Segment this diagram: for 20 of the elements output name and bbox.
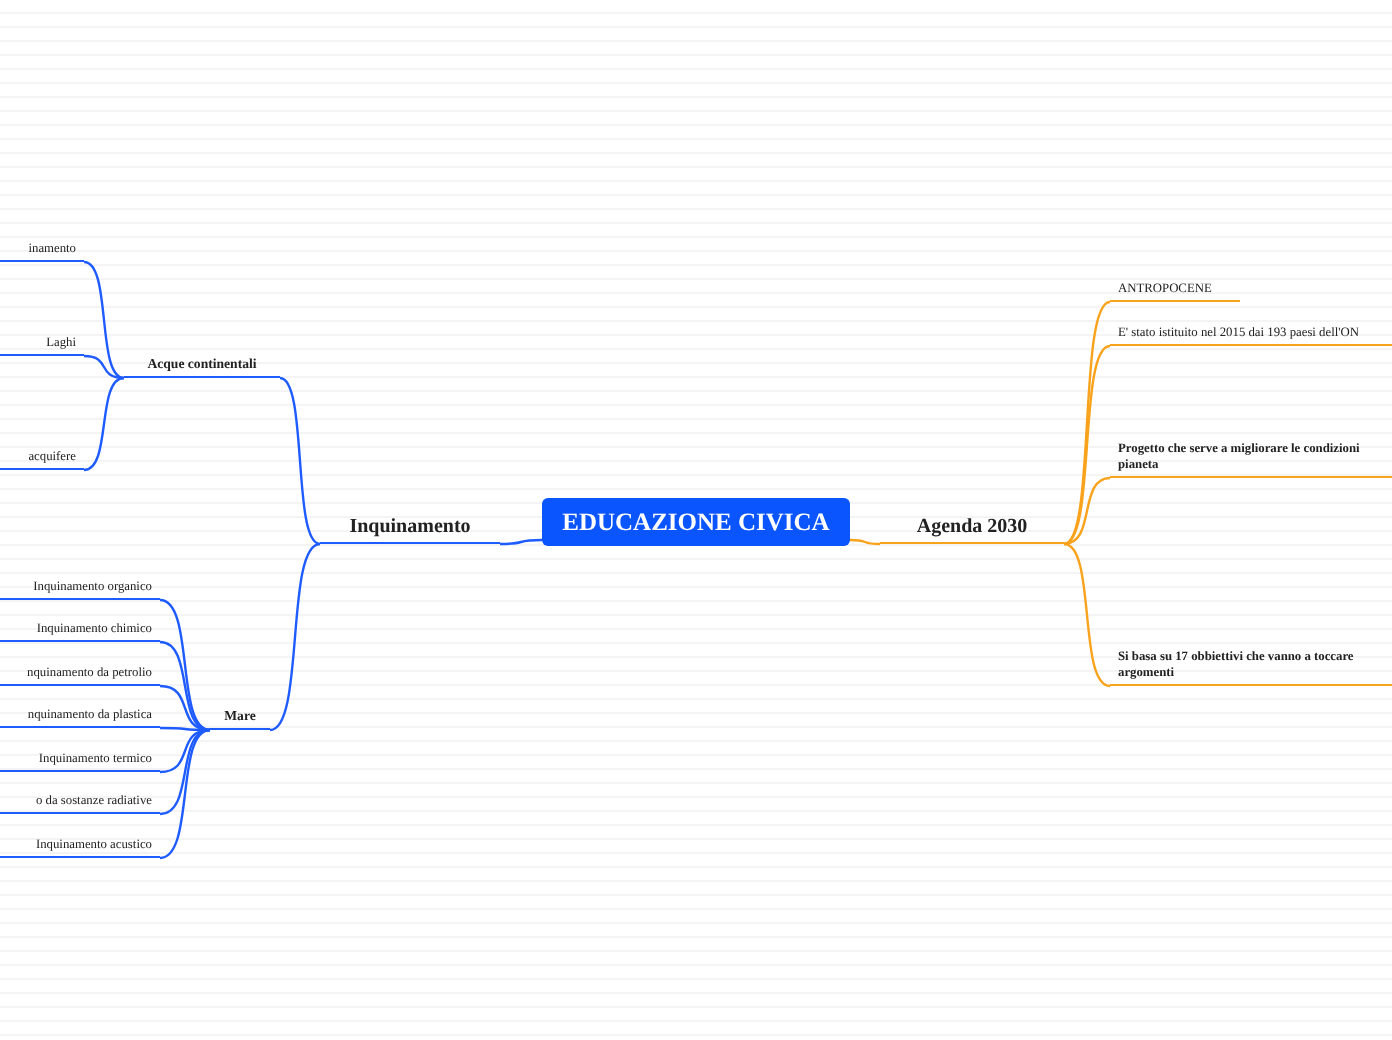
- connector-line: [159, 598, 211, 732]
- connector-line: [159, 640, 211, 732]
- connector-line: [849, 538, 881, 546]
- connector-line: [159, 684, 211, 732]
- connector-line: [1063, 542, 1111, 688]
- connector-line: [500, 538, 542, 546]
- connector-line: [83, 376, 125, 472]
- connector-line: [1063, 344, 1111, 546]
- central-topic-box: EDUCAZIONE CIVICA: [542, 498, 850, 546]
- connector-line: [279, 376, 321, 546]
- connector-line: [159, 728, 211, 816]
- connector-line: [159, 728, 211, 860]
- topic-label: Inquinamento: [320, 504, 500, 544]
- connector-line: [1063, 476, 1111, 546]
- connector-line: [1063, 301, 1111, 545]
- connector-line: [269, 542, 321, 732]
- connector-line: [83, 354, 125, 380]
- topic-label: Agenda 2030: [880, 504, 1064, 544]
- connector-line: [159, 728, 211, 774]
- connector-line: [83, 260, 125, 380]
